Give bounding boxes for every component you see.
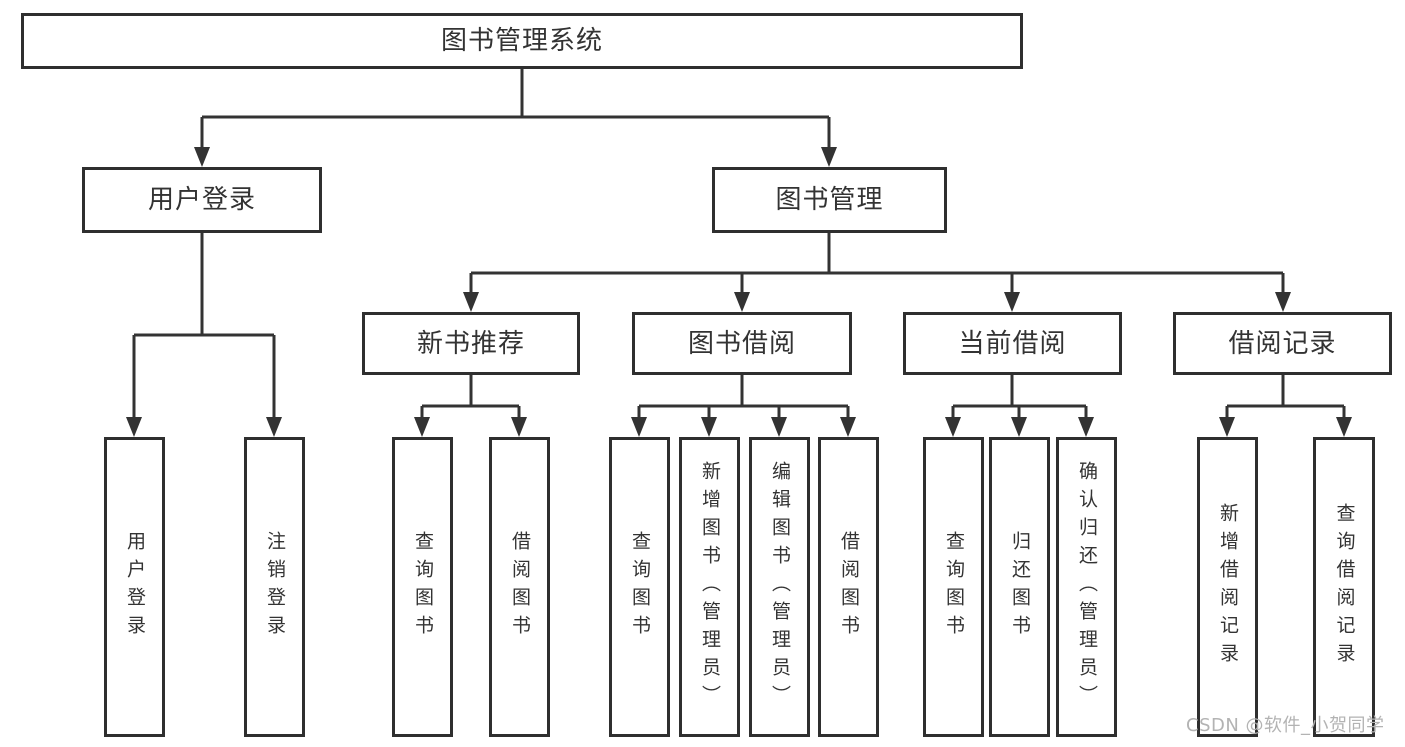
leaf-query-books-2-label: 查询图书 [629, 531, 651, 643]
node-library-system-label: 图书管理系统 [440, 26, 603, 56]
leaf-user-login: 用户登录 [104, 437, 165, 737]
leaf-query-books-3: 查询图书 [923, 437, 984, 737]
node-new-book-recommend: 新书推荐 [362, 312, 580, 375]
leaf-borrow-books-2-label: 借阅图书 [838, 531, 860, 643]
arrowheads [126, 147, 1352, 437]
leaf-confirm-return-admin: 确认归还（管理员） [1056, 437, 1117, 737]
leaf-query-borrow-record: 查询借阅记录 [1313, 437, 1375, 737]
node-library-system: 图书管理系统 [21, 13, 1023, 69]
leaf-borrow-books-1: 借阅图书 [489, 437, 550, 737]
node-book-management: 图书管理 [712, 167, 947, 233]
leaf-query-books-1: 查询图书 [392, 437, 453, 737]
leaf-return-books: 归还图书 [989, 437, 1050, 737]
leaf-return-books-label: 归还图书 [1009, 531, 1031, 643]
node-user-login-branch: 用户登录 [82, 167, 322, 233]
leaf-query-books-1-label: 查询图书 [412, 531, 434, 643]
node-new-book-recommend-label: 新书推荐 [416, 328, 525, 359]
node-user-login-branch-label: 用户登录 [147, 185, 256, 215]
node-current-borrowing-label: 当前借阅 [958, 328, 1067, 359]
leaf-add-borrow-record-label: 新增借阅记录 [1217, 503, 1239, 671]
leaf-query-borrow-record-label: 查询借阅记录 [1333, 503, 1356, 671]
leaf-user-login-label: 用户登录 [124, 531, 146, 643]
leaf-edit-books-admin: 编辑图书（管理员） [749, 437, 810, 737]
leaf-add-books-admin: 新增图书（管理员） [679, 437, 740, 737]
leaf-borrow-books-1-label: 借阅图书 [509, 531, 531, 643]
leaf-add-books-admin-label: 新增图书（管理员） [699, 461, 721, 713]
node-borrow-records: 借阅记录 [1173, 312, 1392, 375]
leaf-confirm-return-admin-label: 确认归还（管理员） [1076, 461, 1098, 713]
node-book-borrowing-label: 图书借阅 [687, 328, 796, 359]
node-current-borrowing: 当前借阅 [903, 312, 1122, 375]
leaf-edit-books-admin-label: 编辑图书（管理员） [769, 461, 791, 713]
leaf-query-books-3-label: 查询图书 [943, 531, 965, 643]
leaf-logout-label: 注销登录 [264, 531, 286, 643]
leaf-add-borrow-record: 新增借阅记录 [1197, 437, 1258, 737]
node-borrow-records-label: 借阅记录 [1228, 328, 1337, 359]
csdn-watermark: CSDN @软件_小贺同学 [1186, 715, 1385, 736]
leaf-query-books-2: 查询图书 [609, 437, 670, 737]
leaf-borrow-books-2: 借阅图书 [818, 437, 879, 737]
node-book-management-label: 图书管理 [775, 185, 884, 215]
node-book-borrowing: 图书借阅 [632, 312, 852, 375]
leaf-logout: 注销登录 [244, 437, 305, 737]
